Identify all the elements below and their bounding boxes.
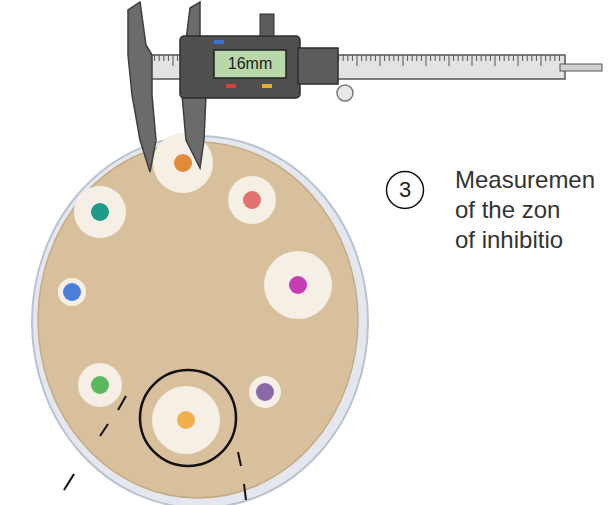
antibiotic-discs: [58, 133, 332, 454]
inhibition-zone: [249, 376, 281, 408]
dish-rim: [32, 136, 368, 505]
inhibition-zone: [264, 251, 332, 319]
caliper: [128, 2, 602, 172]
antibiotic-disc: [91, 203, 109, 221]
step-caption: of inhibitio: [455, 226, 563, 255]
antibiotic-disc: [91, 376, 109, 394]
antibiotic-disc: [256, 383, 274, 401]
callout-number: 3: [399, 177, 411, 203]
antibiotic-disc: [243, 191, 261, 209]
inhibition-zone: [58, 278, 86, 306]
antibiotic-disc: [177, 411, 195, 429]
antibiotic-disc: [289, 276, 307, 294]
step-caption: Measuremen: [455, 166, 595, 195]
inhibition-zone: [152, 386, 220, 454]
inhibition-zone: [228, 176, 276, 224]
step-number-circle: 3: [385, 170, 425, 210]
caliper-reading: 16mm: [228, 54, 272, 73]
inhibition-zone: [78, 363, 122, 407]
measure-ticks: [64, 396, 246, 500]
antibiotic-disc: [63, 283, 81, 301]
step-caption: of the zon: [455, 196, 560, 225]
antibiotic-disc: [174, 154, 192, 172]
highlight-circle: [140, 370, 236, 466]
inhibition-zone: [74, 186, 126, 238]
agar: [38, 142, 358, 498]
